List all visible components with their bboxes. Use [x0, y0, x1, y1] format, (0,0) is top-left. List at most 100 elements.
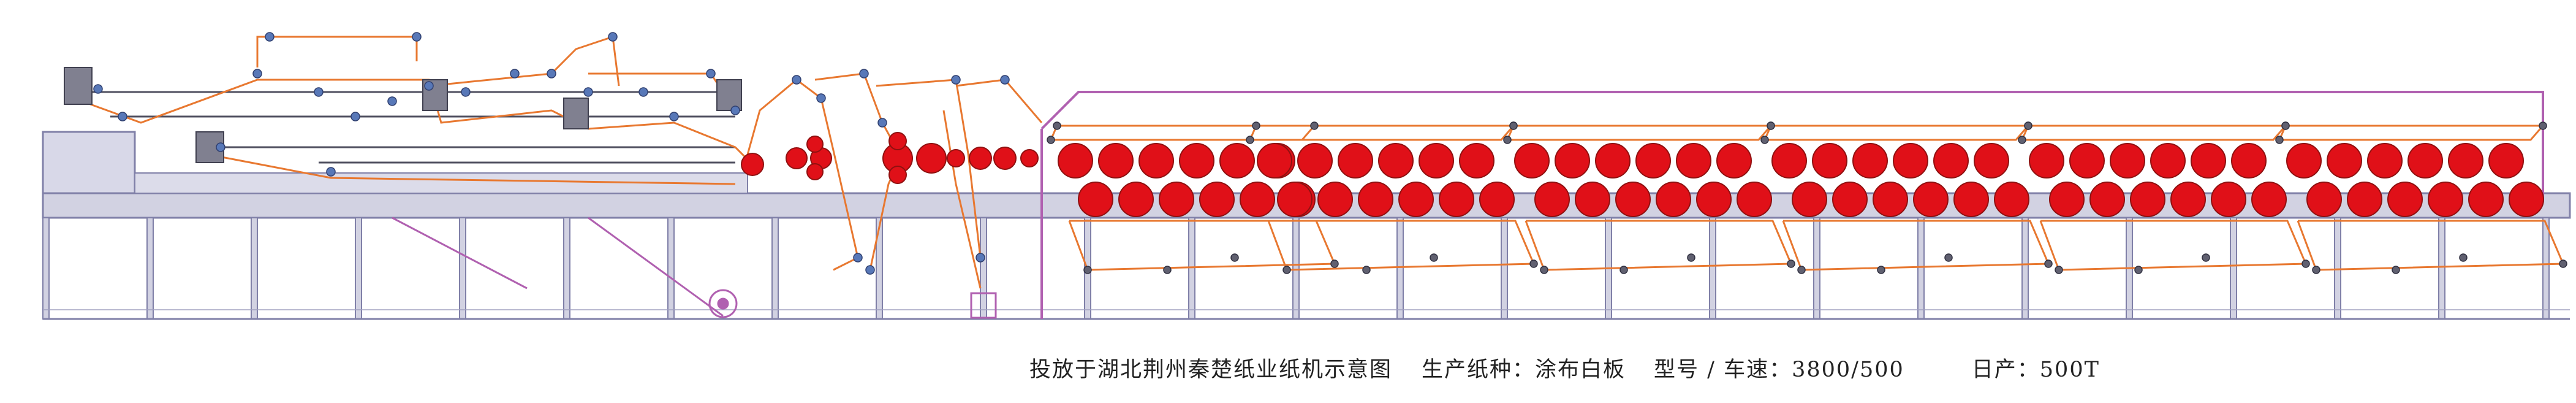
press-roll: [741, 153, 764, 176]
support-pillar: [1396, 217, 1404, 320]
guide-roll: [859, 69, 869, 79]
wet-end-headbox-block: [42, 131, 136, 194]
dryer-cylinder-top: [1257, 143, 1292, 178]
guide-roll: [1503, 136, 1512, 144]
support-pillar: [563, 217, 570, 320]
guide-roll: [853, 253, 863, 263]
press-rolls: [741, 132, 1039, 184]
guide-roll: [1252, 121, 1260, 130]
dryer-cylinder-bottom: [2306, 182, 2342, 217]
guide-roll: [2134, 266, 2143, 274]
dryer-cylinder-top: [1595, 143, 1631, 178]
dryer-cylinders: [1058, 143, 2544, 217]
dryer-felt-top: [1506, 125, 1773, 141]
dryer-cylinder-top: [1419, 143, 1454, 178]
guide-roll: [350, 112, 360, 121]
dryer-cylinder-bottom: [1615, 182, 1651, 217]
support-pillar: [355, 217, 362, 320]
dryer-cylinder-bottom: [1479, 182, 1515, 217]
dryer-cylinder-bottom: [1575, 182, 1610, 217]
dryer-cylinder-top: [1771, 143, 1807, 178]
guide-roll: [461, 87, 471, 97]
support-pillar: [667, 217, 675, 320]
caption-model-label: 型号 / 车速：: [1654, 358, 1792, 382]
guide-roll: [1047, 136, 1055, 144]
pulper-chute: [588, 217, 724, 317]
support-pillar: [2230, 217, 2237, 320]
guide-roll: [792, 75, 801, 85]
caption-paper-value: 涂布白板: [1535, 358, 1626, 382]
press-roll: [786, 147, 808, 169]
dryer-cylinder-top: [1676, 143, 1711, 178]
guide-roll: [2202, 253, 2210, 262]
press-roll: [947, 149, 965, 167]
forming-felt-2: [256, 36, 418, 67]
dryer-cylinder-bottom: [2251, 182, 2287, 217]
guide-roll: [1246, 136, 1254, 144]
guide-roll: [1430, 253, 1438, 262]
dryer-cylinder-bottom: [2170, 182, 2206, 217]
pulper-wheel-hub: [717, 297, 729, 310]
caption-output-label: 日产：: [1971, 358, 2040, 382]
dryer-cylinder-bottom: [1792, 182, 1827, 217]
guide-roll: [2539, 121, 2547, 130]
guide-roll: [1944, 253, 1953, 262]
dryer-cylinder-top: [2448, 143, 2483, 178]
forming-section: [73, 35, 755, 185]
guide-roll: [2559, 259, 2567, 268]
dryer-cylinder-bottom: [2468, 182, 2504, 217]
guide-roll: [816, 93, 826, 103]
guide-roll: [1797, 266, 1806, 274]
dryer-cylinder-top: [2327, 143, 2362, 178]
guide-roll: [2281, 121, 2290, 130]
dryer-cylinder-top: [2150, 143, 2186, 178]
dryer-cylinder-bottom: [1696, 182, 1732, 217]
dryer-felt-bottom: [1782, 220, 2050, 271]
support-pillar: [459, 217, 466, 320]
press-felt-1: [743, 79, 859, 271]
dryer-cylinder-top: [2367, 143, 2403, 178]
press-roll: [993, 147, 1017, 170]
headbox-4: [563, 98, 589, 129]
dryer-felt-top: [1249, 125, 1516, 141]
dryer-hood: [1040, 91, 2544, 319]
guide-roll: [412, 32, 422, 42]
dryer-cylinder-top: [1852, 143, 1888, 178]
support-pillar: [1501, 217, 1508, 320]
press-roll: [916, 143, 947, 174]
guide-roll: [1163, 266, 1172, 274]
dryer-cylinder-top: [1459, 143, 1494, 178]
support-pillar: [980, 217, 987, 320]
dryer-cylinder-top: [2231, 143, 2267, 178]
dryer-cylinder-bottom: [2130, 182, 2165, 217]
pulper-wheel: [708, 289, 738, 318]
forming-felt-4: [428, 35, 620, 87]
guide-roll: [1787, 259, 1795, 268]
dryer-felt-bottom: [2039, 220, 2308, 271]
dryer-felt-top: [1763, 125, 2031, 141]
dryer-cylinder-top: [1555, 143, 1590, 178]
guide-roll: [1000, 75, 1010, 85]
guide-roll: [1767, 121, 1775, 130]
support-pillar: [1917, 217, 1925, 320]
dryer-cylinder-bottom: [1159, 182, 1194, 217]
dryer-cylinder-bottom: [2049, 182, 2085, 217]
dryer-cylinder-top: [1716, 143, 1752, 178]
dryer-cylinder-bottom: [1317, 182, 1353, 217]
support-pillar: [2334, 217, 2341, 320]
press-roll: [806, 136, 824, 153]
dryer-cylinder-bottom: [1953, 182, 1989, 217]
guide-roll: [975, 253, 985, 263]
guide-roll: [706, 69, 716, 79]
guide-roll: [93, 84, 103, 94]
press-roll: [888, 166, 907, 184]
forming-felt: [73, 79, 755, 167]
guide-roll: [1083, 266, 1092, 274]
guide-roll: [387, 96, 397, 106]
guide-roll: [1282, 266, 1291, 274]
guide-roll: [951, 75, 961, 85]
dryer-cylinder-top: [1179, 143, 1214, 178]
dryer-cylinder-top: [1635, 143, 1671, 178]
dryer-cylinder-top: [2488, 143, 2524, 178]
dryer-cylinder-top: [1378, 143, 1414, 178]
